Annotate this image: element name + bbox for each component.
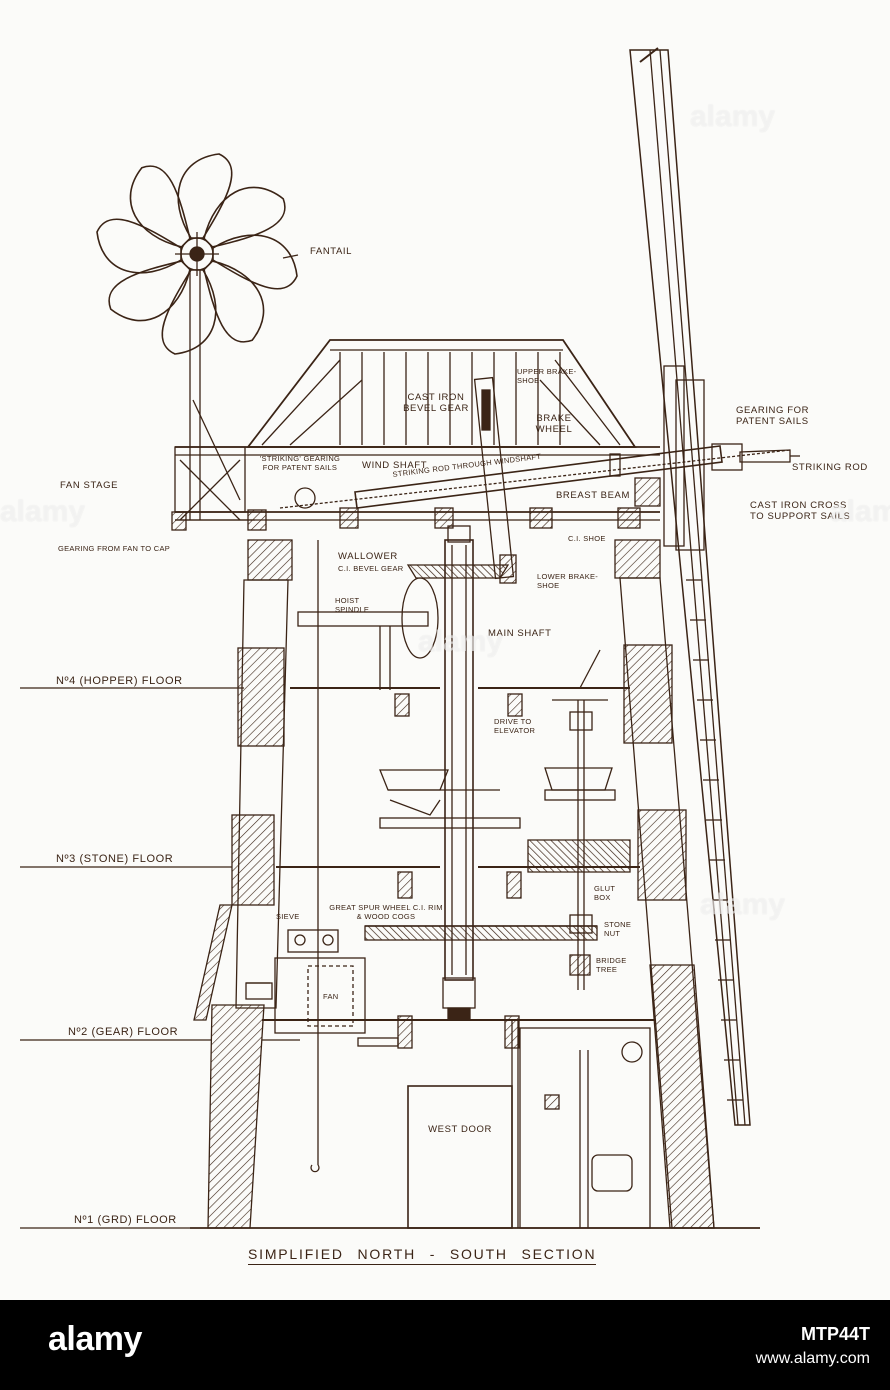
label-gearing-fan-to-cap: GEARING FROM FAN TO CAP bbox=[58, 544, 171, 553]
label-great-spur-wheel: GREAT SPUR WHEEL C.I. RIM & WOOD COGS bbox=[329, 903, 443, 921]
label-sieve: SIEVE bbox=[276, 912, 300, 921]
label-floor-4: Nº4 (HOPPER) FLOOR bbox=[56, 675, 183, 687]
wind-shaft bbox=[279, 376, 791, 584]
label-floor-3: Nº3 (STONE) FLOOR bbox=[56, 853, 174, 865]
label-wind-shaft: WIND SHAFT bbox=[362, 460, 428, 471]
image-code: MTP44T bbox=[800, 1324, 870, 1344]
stone-floor-machinery bbox=[379, 649, 631, 990]
stock-footer-bar: alamy MTP44T www.alamy.com bbox=[0, 1300, 890, 1390]
watermark: alamy bbox=[830, 495, 890, 528]
label-cast-iron-cross: CAST IRON CROSS TO SUPPORT SAILS bbox=[750, 500, 851, 522]
label-main-shaft: MAIN SHAFT bbox=[488, 628, 552, 639]
label-hoist-spindle: HOIST SPINDLE bbox=[335, 596, 370, 614]
cap bbox=[171, 339, 661, 531]
main-shaft bbox=[406, 525, 510, 1021]
windmill-section-drawing bbox=[20, 47, 800, 1229]
label-stone-nut: STONE NUT bbox=[604, 920, 632, 938]
label-breast-beam: BREAST BEAM bbox=[556, 490, 630, 501]
ground-floor bbox=[407, 1020, 651, 1229]
label-fantail: FANTAIL bbox=[310, 246, 353, 257]
label-ci-shoe: C.I. SHOE bbox=[568, 534, 606, 543]
hoist-spindle bbox=[297, 540, 439, 1173]
drawing-sheet: FANTAIL UPPER BRAKE-SHOE CAST IRON BEVEL… bbox=[0, 0, 890, 1300]
label-gearing-patent-sails: GEARING FOR PATENT SAILS bbox=[736, 405, 810, 427]
site-url: www.alamy.com bbox=[755, 1350, 870, 1367]
label-fan: FAN bbox=[323, 992, 339, 1001]
label-glut-box: GLUT BOX bbox=[594, 884, 616, 902]
label-brake-wheel: BRAKE WHEEL bbox=[535, 413, 573, 435]
drawing-title: SIMPLIFIED NORTH - SOUTH SECTION bbox=[248, 1246, 597, 1265]
label-west-door: WEST DOOR bbox=[428, 1124, 492, 1135]
watermark: alamy bbox=[418, 625, 504, 658]
label-upper-brake-shoe: UPPER BRAKE-SHOE bbox=[517, 367, 577, 385]
fantail-wheel bbox=[96, 153, 299, 521]
label-lower-brake-shoe: LOWER BRAKE-SHOE bbox=[537, 572, 599, 590]
sail-stock bbox=[629, 47, 800, 1126]
label-bridge-tree: BRIDGE TREE bbox=[596, 956, 627, 974]
great-spur-wheel bbox=[364, 925, 598, 941]
alamy-logo: alamy bbox=[48, 1320, 142, 1358]
watermark: alamy bbox=[690, 100, 776, 133]
label-striking-gearing: 'STRIKING' GEARING FOR PATENT SAILS bbox=[259, 454, 341, 472]
label-striking-rod: STRIKING ROD bbox=[792, 462, 868, 473]
label-cast-iron-bevel-gear: CAST IRON BEVEL GEAR bbox=[403, 392, 469, 414]
watermark: alamy bbox=[700, 888, 786, 921]
label-wallower: WALLOWER bbox=[338, 551, 398, 562]
label-ci-bevel-gear: C.I. BEVEL GEAR bbox=[338, 564, 404, 573]
sieve-and-fan bbox=[262, 929, 399, 1047]
label-drive-to-elevator: DRIVE TO ELEVATOR bbox=[494, 717, 536, 735]
label-fan-stage: FAN STAGE bbox=[60, 480, 119, 491]
tower-walls bbox=[190, 539, 760, 1229]
label-floor-1: Nº1 (GRD) FLOOR bbox=[74, 1214, 177, 1226]
watermark: alamy bbox=[0, 495, 86, 528]
label-floor-2: Nº2 (GEAR) FLOOR bbox=[68, 1026, 179, 1038]
